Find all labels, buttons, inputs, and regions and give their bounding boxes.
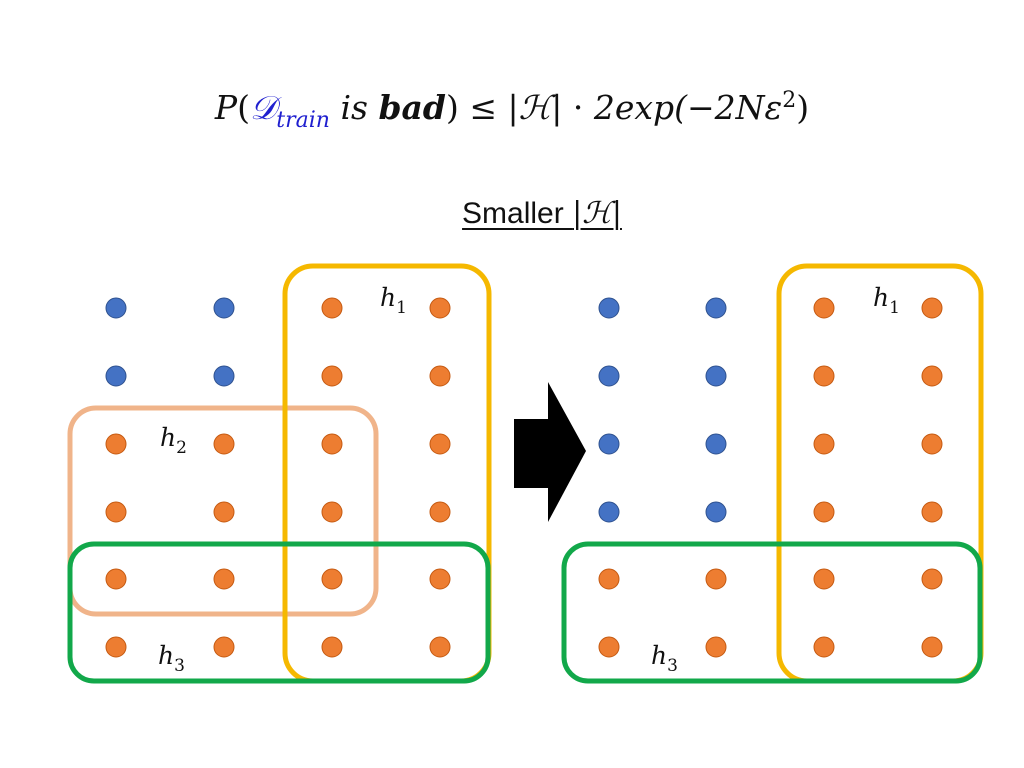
formula-exponent: 2 <box>782 88 797 113</box>
left-dot-orange <box>213 636 235 658</box>
right-dot-orange <box>813 501 835 523</box>
left-dot-orange <box>429 636 451 658</box>
formula-bad: bad <box>378 88 446 127</box>
left-h1-box <box>282 263 492 684</box>
left-dot-orange <box>321 636 343 658</box>
left-h3-letter: h <box>158 641 174 670</box>
formula-rhs-close: ) <box>796 88 810 127</box>
subtitle: Smaller |ℋ| <box>0 196 1024 231</box>
left-h2-box <box>67 405 379 617</box>
left-h2-letter: h <box>160 423 176 452</box>
left-h1-index: 1 <box>396 298 407 318</box>
right-h3-index: 3 <box>667 656 678 676</box>
right-dot-orange <box>705 568 727 590</box>
right-dot-orange <box>921 433 943 455</box>
left-h2-index: 2 <box>176 438 187 458</box>
left-dot-blue <box>105 297 127 319</box>
right-dot-blue <box>598 365 620 387</box>
formula-dataset-sub: train <box>276 108 330 133</box>
right-dot-orange <box>705 636 727 658</box>
left-dot-orange <box>321 501 343 523</box>
right-dot-orange <box>598 568 620 590</box>
left-h2-label: h2 <box>160 423 187 458</box>
left-dot-orange <box>429 433 451 455</box>
left-h3-box <box>67 541 491 684</box>
formula-dot: · <box>572 88 584 127</box>
left-dot-orange <box>105 568 127 590</box>
left-h1-label: h1 <box>380 283 407 318</box>
right-dot-orange <box>813 297 835 319</box>
right-h1-index: 1 <box>889 298 900 318</box>
left-h3-index: 3 <box>174 656 185 676</box>
right-arrow-icon <box>514 382 586 522</box>
left-dot-orange <box>429 501 451 523</box>
left-dot-orange <box>213 568 235 590</box>
left-dot-orange <box>213 501 235 523</box>
left-dot-orange <box>321 297 343 319</box>
bound-formula: P(𝒟train is bad) ≤ |ℋ| · 2exp(−2Nε2) <box>0 88 1024 133</box>
right-dot-blue <box>598 501 620 523</box>
right-dot-orange <box>813 636 835 658</box>
left-panel-dots <box>105 297 451 658</box>
left-dot-orange <box>429 297 451 319</box>
left-dot-orange <box>105 636 127 658</box>
right-h3-box <box>561 541 983 684</box>
left-dot-blue <box>213 297 235 319</box>
right-dot-blue <box>598 433 620 455</box>
right-dot-orange <box>921 568 943 590</box>
right-dot-orange <box>921 501 943 523</box>
subtitle-text: Smaller <box>462 197 573 230</box>
left-dot-orange <box>105 433 127 455</box>
left-h3-label: h3 <box>158 641 185 676</box>
right-dot-blue <box>705 297 727 319</box>
subtitle-text-group: Smaller |ℋ| <box>462 196 622 231</box>
left-dot-orange <box>105 501 127 523</box>
right-dot-orange <box>921 636 943 658</box>
subtitle-symbol: |ℋ| <box>572 196 622 231</box>
right-h1-letter: h <box>873 283 889 312</box>
left-dot-blue <box>213 365 235 387</box>
right-dot-orange <box>921 297 943 319</box>
formula-rhs: 2exp(−2Nε <box>593 88 783 127</box>
left-h1-letter: h <box>380 283 396 312</box>
right-dot-blue <box>598 297 620 319</box>
formula-p: P <box>214 88 238 127</box>
right-dot-orange <box>813 433 835 455</box>
left-dot-orange <box>321 365 343 387</box>
right-dot-orange <box>921 365 943 387</box>
left-dot-orange <box>321 433 343 455</box>
formula-leq: ≤ <box>469 88 498 127</box>
right-h3-letter: h <box>651 641 667 670</box>
right-dot-blue <box>705 365 727 387</box>
right-h3-label: h3 <box>651 641 678 676</box>
formula-paren-open: ( <box>237 88 250 127</box>
right-panel-dots <box>598 297 943 658</box>
right-dot-orange <box>813 365 835 387</box>
right-h1-label: h1 <box>873 283 900 318</box>
left-dot-blue <box>105 365 127 387</box>
formula-dataset-symbol: 𝒟 <box>249 88 277 127</box>
left-dot-orange <box>213 433 235 455</box>
right-dot-blue <box>705 501 727 523</box>
right-h1-box <box>776 263 984 684</box>
right-dot-blue <box>705 433 727 455</box>
left-dot-orange <box>429 568 451 590</box>
left-dot-orange <box>429 365 451 387</box>
formula-hyp-abs: |ℋ| <box>507 88 563 127</box>
right-dot-orange <box>813 568 835 590</box>
formula-is: is <box>340 88 368 127</box>
left-dot-orange <box>321 568 343 590</box>
right-dot-orange <box>598 636 620 658</box>
formula-paren-close: ) <box>446 88 459 127</box>
